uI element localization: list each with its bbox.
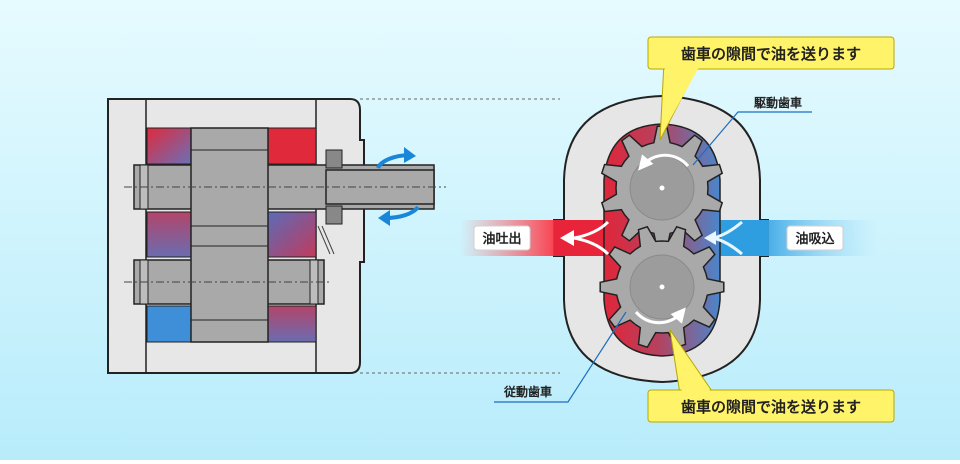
driven-gear-leader: [494, 311, 627, 403]
drive-gear: [600, 125, 724, 251]
driven-rotation-arrow: [634, 307, 686, 325]
inlet-label: 油吸込: [795, 231, 835, 247]
drive-rotation-arrow: [638, 153, 690, 171]
drive-gear-leader: [692, 111, 812, 166]
callout-bottom-text: 歯車の隙間で油を送ります: [681, 398, 861, 416]
callout-top-text: 歯車の隙間で油を送ります: [681, 45, 861, 63]
outlet-flow-arrow: [560, 220, 610, 256]
outlet-label-box: [473, 225, 531, 251]
outlet-label: 油吐出: [482, 231, 521, 247]
chamber-br: [267, 305, 317, 343]
chamber-tr: [267, 127, 317, 165]
pump-front-section: [460, 94, 878, 384]
callout-bottom: 歯車の隙間で油を送ります: [647, 329, 895, 423]
chamber-tl: [146, 127, 192, 165]
seal-top: [325, 149, 343, 169]
gear-bottom-center: [659, 284, 665, 290]
drive-gear-label: 駆動歯車: [754, 95, 802, 110]
callout-top: 歯車の隙間で油を送ります: [647, 36, 895, 141]
inlet-flow-arrow: [704, 220, 743, 256]
inlet-channel: [716, 220, 768, 256]
chamber-mr: [267, 211, 317, 258]
chamber-ml: [146, 211, 192, 258]
inlet-label-box: [786, 225, 844, 251]
driven-gear: [599, 225, 725, 349]
gear-block: [190, 127, 269, 343]
chamber-bl: [146, 305, 192, 343]
pump-side-section: [107, 98, 560, 374]
driven-gear-label: 従動歯車: [503, 384, 552, 399]
seal-bottom: [325, 205, 343, 225]
gear-top-center: [659, 185, 665, 191]
